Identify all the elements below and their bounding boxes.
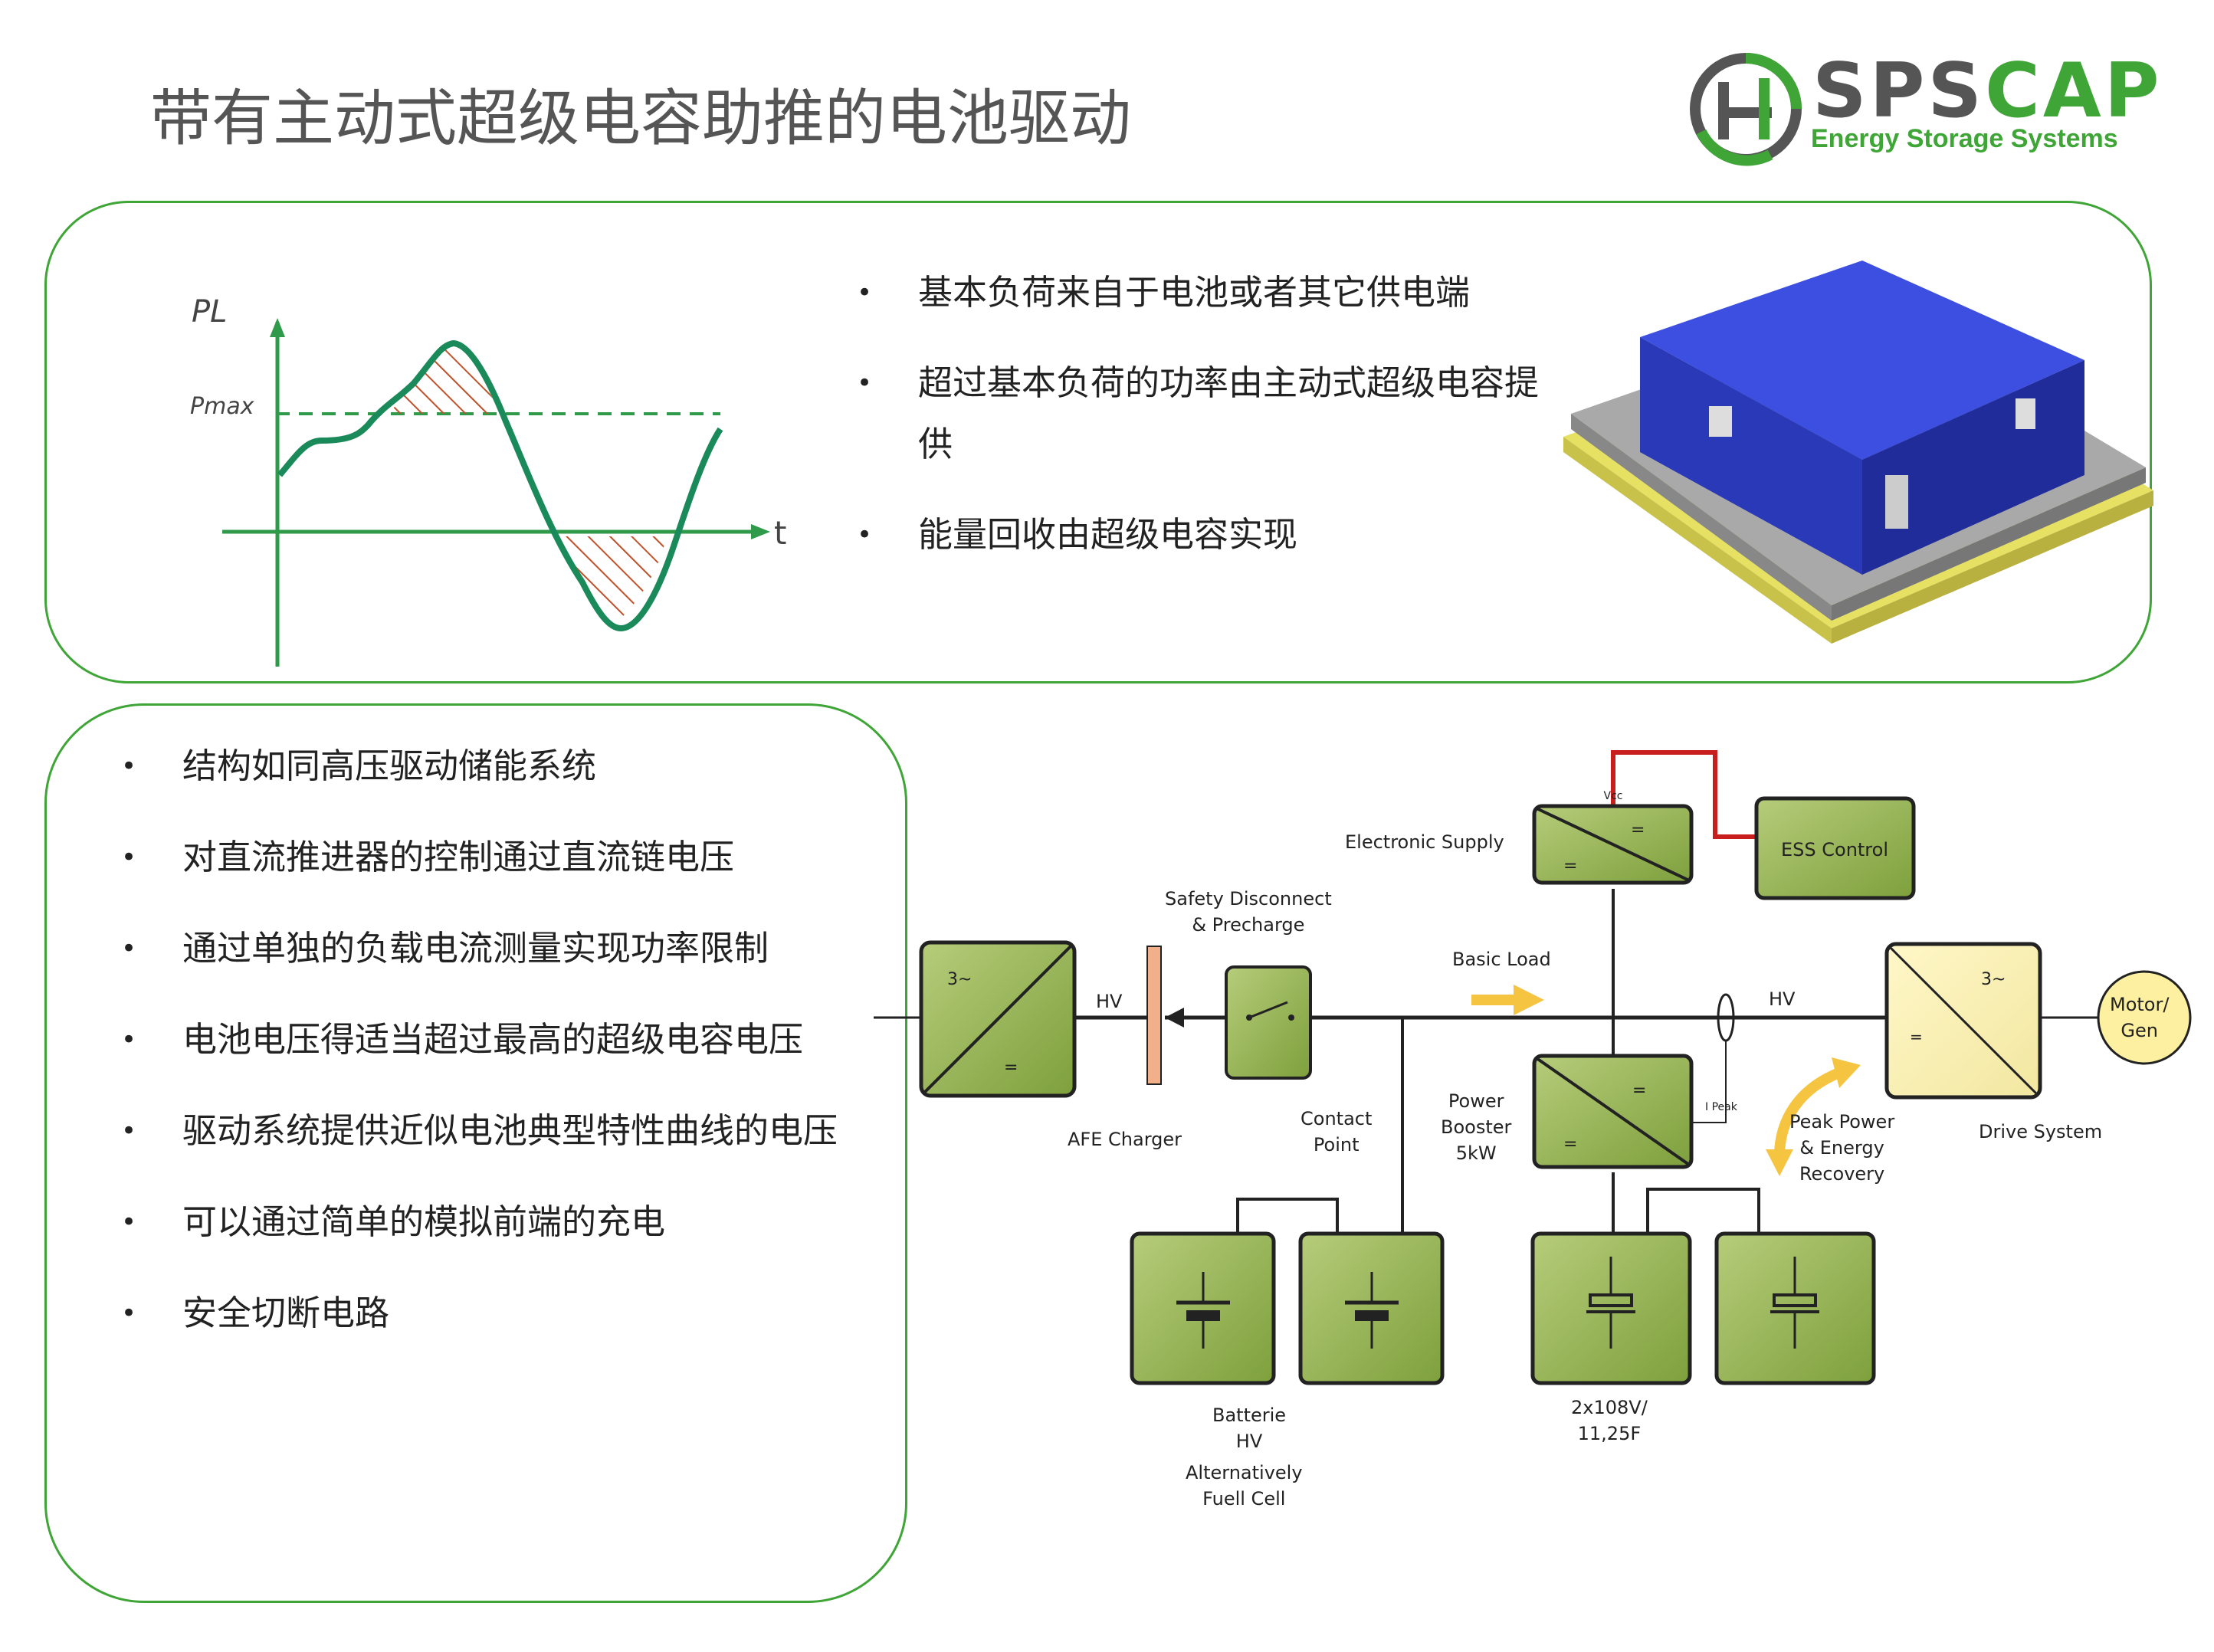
bullet-item: 通过单独的负载电流测量实现功率限制	[121, 918, 887, 979]
load-curve	[277, 339, 723, 632]
precharge-resistor	[1146, 946, 1162, 1085]
contact-point-label: Contact Point	[1301, 1108, 1373, 1155]
power-sketch: PL Pmax t	[190, 294, 786, 667]
safety-disconnect-block	[1225, 965, 1312, 1080]
power-booster-label: Power Booster 5kW	[1441, 1090, 1512, 1164]
logo-tagline: Energy Storage Systems	[1811, 124, 2118, 153]
safety-disconnect-label: Safety Disconnect & Precharge	[1165, 888, 1332, 936]
basic-load-label: Basic Load	[1452, 949, 1551, 970]
i-peak-label: I Peak	[1705, 1101, 1737, 1113]
bottom-panel	[44, 703, 907, 1603]
bullet-item: 能量回收由超级电容实现	[857, 504, 1547, 565]
ess-control-block	[1754, 796, 1916, 900]
recovery-hatch	[559, 536, 667, 624]
motor-gen-label: Motor/ Gen	[2110, 994, 2170, 1041]
drive-ac-symbol: 3~	[1981, 970, 2006, 989]
spscap-logo: SPSCAP Energy Storage Systems	[1686, 48, 2176, 178]
peak-hatch	[391, 343, 500, 414]
alternatively-label: Alternatively Fuell Cell	[1186, 1462, 1303, 1509]
logo-cap: CAP	[1985, 48, 2163, 135]
supercap-module-image	[1563, 261, 2153, 644]
hv-right-label: HV	[1769, 988, 1796, 1010]
page-title: 带有主动式超级电容助推的电池驱动	[150, 83, 1131, 154]
bullet-item: 对直流推进器的控制通过直流链电压	[121, 827, 887, 888]
basic-load-arrow	[1471, 985, 1544, 1015]
peak-arrow	[1773, 1067, 1842, 1162]
afe-charger-label: AFE Charger	[1068, 1129, 1182, 1150]
bullet-item: 基本负荷来自于电池或者其它供电端	[857, 262, 1547, 323]
top-bullets: 基本负荷来自于电池或者其它供电端 超过基本负荷的功率由主动式超级电容提供 能量回…	[857, 262, 1547, 595]
bullet-item: 安全切断电路	[121, 1283, 887, 1344]
logo-wordmark: SPSCAP	[1812, 48, 2163, 135]
block-diagram: 3~ = HV = = Vcc ESS Control = = 3~ = HV	[874, 750, 2192, 1385]
es-top-symbol: =	[1631, 821, 1645, 840]
bottom-bullets: 结构如同高压驱动储能系统 对直流推进器的控制通过直流链电压 通过单独的负载电流测…	[121, 736, 887, 1374]
bullet-item: 超过基本负荷的功率由主动式超级电容提供	[857, 352, 1547, 475]
electronic-supply-label: Electronic Supply	[1345, 831, 1504, 853]
pb-bottom-symbol: =	[1563, 1135, 1577, 1154]
ess-control-label: ESS Control	[1781, 839, 1888, 860]
batterie-label: Batterie HV	[1212, 1405, 1287, 1452]
pmax-label: Pmax	[190, 393, 254, 420]
vcc-label: Vcc	[1604, 790, 1623, 802]
logo-sps: SPS	[1812, 48, 1985, 135]
battery-block-2	[1298, 1231, 1445, 1385]
t-label: t	[774, 514, 786, 552]
hv-left-label: HV	[1096, 991, 1123, 1012]
caps-label: 2x108V/ 11,25F	[1571, 1397, 1648, 1444]
motor-gen-symbol	[2097, 970, 2192, 1065]
vcc-wire	[1611, 750, 1756, 839]
drive-system-label: Drive System	[1979, 1121, 2103, 1142]
afe-ac-symbol: 3~	[947, 970, 972, 989]
peak-power-label: Peak Power & Energy Recovery	[1789, 1111, 1895, 1185]
bullet-item: 结构如同高压驱动储能系统	[121, 736, 887, 797]
drive-dc-symbol: =	[1910, 1028, 1923, 1046]
pl-label: PL	[192, 294, 227, 329]
bullet-item: 可以通过简单的模拟前端的充电	[121, 1191, 887, 1253]
battery-block-1	[1130, 1231, 1276, 1385]
top-panel	[44, 201, 2152, 683]
supercap-block-1	[1530, 1231, 1692, 1385]
logo-mark-icon	[1690, 53, 1802, 166]
bullet-item: 电池电压得适当超过最高的超级电容电压	[121, 1009, 887, 1070]
es-bottom-symbol: =	[1563, 857, 1577, 876]
bullet-item: 驱动系统提供近似电池典型特性曲线的电压	[121, 1100, 887, 1162]
afe-dc-symbol: =	[1004, 1058, 1018, 1077]
supercap-block-2	[1714, 1231, 1876, 1385]
pb-top-symbol: =	[1632, 1081, 1646, 1100]
